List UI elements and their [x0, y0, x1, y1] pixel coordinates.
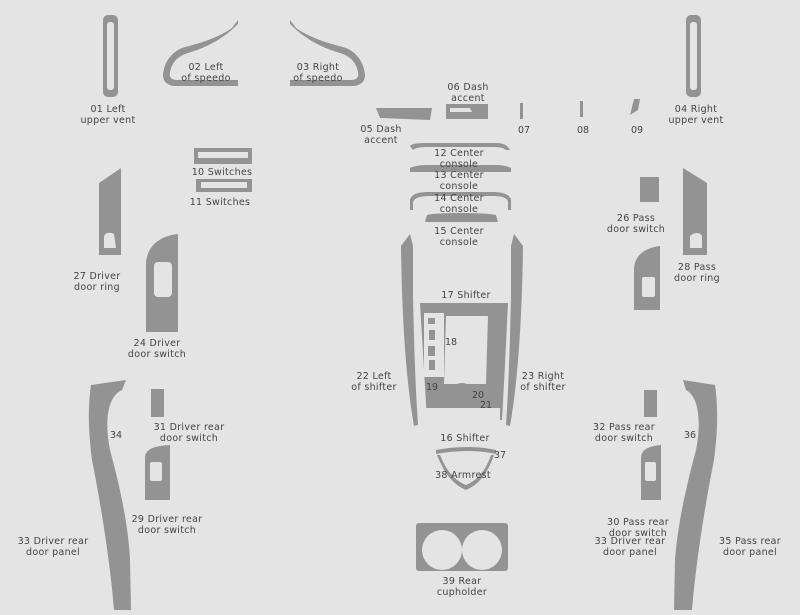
part-26-pass-door-switch	[634, 177, 660, 310]
part-28-pass-door-ring	[683, 168, 707, 255]
label-05: 05 Dash accent	[360, 124, 402, 146]
part-08	[580, 101, 583, 117]
label-39: 39 Rear cupholder	[436, 576, 488, 598]
label-35: 35 Pass rear door panel	[718, 536, 782, 558]
part-14-center-console	[410, 192, 511, 210]
part-32-pass-rear-door-switch	[644, 390, 657, 417]
part-07	[520, 103, 523, 119]
label-23: 23 Right of shifter	[520, 371, 566, 393]
label-01: 01 Left upper vent	[80, 104, 136, 126]
part-16-shifter	[426, 408, 500, 420]
part-33-driver-rear-door-panel	[88, 380, 131, 610]
label-08: 08	[576, 125, 590, 136]
label-34: 34	[109, 430, 123, 441]
part-10-switches	[194, 148, 252, 164]
part-38-armrest	[436, 447, 496, 454]
label-30: 30 Pass rear door switch	[606, 517, 670, 539]
part-22-left-of-shifter	[401, 234, 418, 426]
label-31: 31 Driver rear door switch	[153, 422, 225, 444]
label-17: 17 Shifter	[441, 290, 491, 301]
label-38: 38 Armrest	[435, 470, 491, 481]
part-04-right-upper-vent	[686, 15, 701, 97]
label-10: 10 Switches	[191, 167, 253, 178]
part-37	[437, 455, 494, 490]
part-01-left-upper-vent	[103, 15, 118, 97]
part-11-switches	[196, 179, 252, 192]
part-15-center-console	[425, 213, 498, 222]
label-18: 18	[444, 337, 458, 348]
label-19: 19	[425, 382, 439, 393]
label-09: 09	[630, 125, 644, 136]
label-28: 28 Pass door ring	[674, 262, 720, 284]
label-26: 26 Pass door switch	[606, 213, 666, 235]
part-18	[424, 313, 444, 377]
label-06: 06 Dash accent	[447, 82, 489, 104]
part-23-right-of-shifter	[506, 234, 523, 426]
part-30-pass-rear-door-switch	[641, 445, 661, 500]
part-24-driver-door-switch	[146, 234, 178, 332]
label-24: 24 Driver door switch	[127, 338, 187, 360]
part-13-center-console	[410, 165, 511, 172]
part-27-driver-door-ring	[99, 168, 121, 255]
label-16: 16 Shifter	[440, 433, 490, 444]
label-37: 37	[493, 450, 507, 461]
label-21: 21	[479, 400, 493, 411]
part-09	[630, 99, 640, 115]
part-02-left-of-speedo	[163, 20, 238, 86]
label-13: 13 Center console	[434, 170, 484, 192]
label-07: 07	[517, 125, 531, 136]
label-04: 04 Right upper vent	[668, 104, 724, 126]
label-27: 27 Driver door ring	[73, 271, 121, 293]
label-33-left: 33 Driver rear door panel	[17, 536, 89, 558]
label-03: 03 Right of speedo	[293, 62, 343, 84]
part-12-center-console	[410, 143, 510, 150]
label-22: 22 Left of shifter	[351, 371, 397, 393]
label-36: 36	[683, 430, 697, 441]
label-15: 15 Center console	[434, 226, 484, 248]
label-14: 14 Center console	[434, 193, 484, 215]
part-05-dash-accent	[376, 108, 432, 120]
part-39-rear-cupholder	[416, 523, 508, 571]
label-12: 12 Center console	[434, 148, 484, 170]
part-35-pass-rear-door-panel	[674, 380, 718, 610]
part-31-driver-rear-door-switch	[151, 389, 164, 417]
label-11: 11 Switches	[189, 197, 251, 208]
label-32: 32 Pass rear door switch	[592, 422, 656, 444]
part-29-driver-rear-door-switch	[145, 445, 170, 500]
label-33-right: 33 Driver rear door panel	[594, 536, 666, 558]
part-20-21-knob	[444, 316, 498, 411]
label-20: 20	[471, 390, 485, 401]
part-03-right-of-speedo	[290, 20, 365, 86]
label-02: 02 Left of speedo	[181, 62, 231, 84]
label-29: 29 Driver rear door switch	[131, 514, 203, 536]
